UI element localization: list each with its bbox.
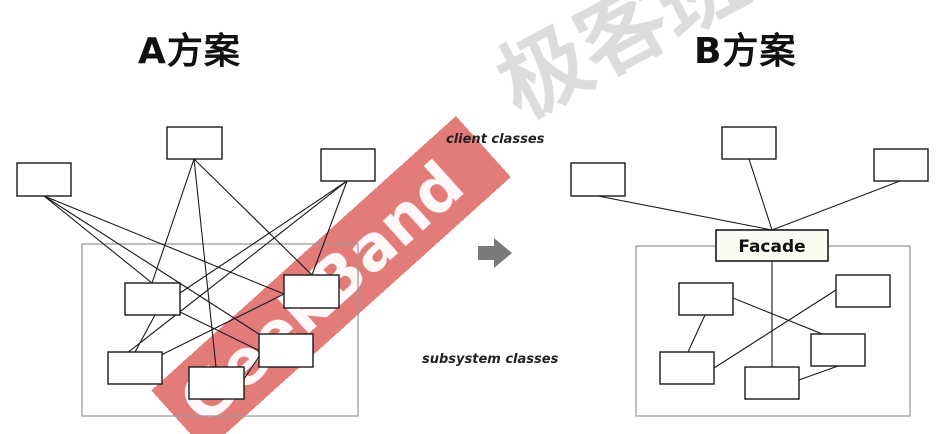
connections-b — [597, 158, 901, 381]
connector — [311, 180, 348, 276]
subsystem-box-a-3 — [258, 333, 314, 368]
connector — [151, 158, 195, 284]
subsystem-box-a-1 — [124, 282, 181, 316]
subsystem-box-a-2 — [283, 274, 340, 309]
client-classes-caption: client classes — [446, 132, 545, 147]
connector — [179, 180, 348, 294]
connector — [798, 365, 839, 381]
subsystem-box-b-1 — [678, 282, 734, 316]
connector — [748, 158, 773, 231]
client-box-a-1 — [16, 162, 72, 197]
connector — [687, 314, 706, 353]
subsystem-classes-caption: subsystem classes — [422, 352, 559, 367]
connector — [193, 158, 313, 276]
client-box-b-1 — [570, 162, 626, 197]
facade-box — [715, 229, 829, 262]
client-box-b-2 — [721, 126, 777, 160]
facade-label: Facade — [738, 237, 805, 257]
connector — [134, 314, 156, 353]
subsystem-frame-a — [81, 243, 359, 417]
subsystem-box-b-5 — [744, 366, 800, 400]
client-box-a-3 — [320, 148, 376, 182]
connector — [43, 195, 153, 284]
connector — [107, 180, 348, 369]
scheme-b-title: B方案 — [694, 31, 797, 72]
subsystem-box-b-3 — [810, 333, 866, 367]
right-arrow-icon — [478, 238, 512, 268]
connections-a — [43, 158, 348, 380]
scheme-b: Facade — [570, 126, 929, 417]
connector — [179, 311, 263, 353]
client-box-b-3 — [873, 148, 929, 182]
connector — [193, 158, 217, 368]
subsystem-box-a-4 — [107, 351, 163, 385]
connector — [713, 289, 837, 369]
client-box-a-2 — [166, 126, 223, 160]
subsystem-box-a-5 — [188, 366, 245, 400]
connector — [43, 195, 285, 295]
scheme-a — [16, 126, 376, 417]
connector — [597, 195, 773, 231]
subsystem-box-b-2 — [835, 274, 891, 308]
connector — [43, 195, 263, 337]
scheme-a-title: A方案 — [138, 31, 241, 72]
connector — [771, 180, 901, 231]
subsystem-box-b-4 — [659, 351, 715, 385]
